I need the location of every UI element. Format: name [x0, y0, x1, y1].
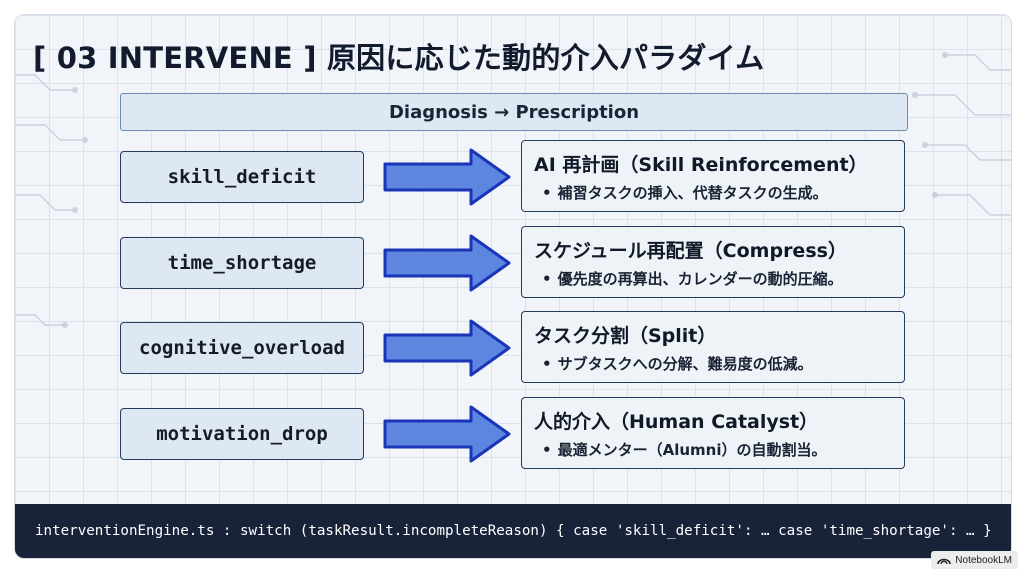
prescription-detail: • 補習タスクの挿入、代替タスクの生成。 [534, 182, 892, 203]
prescription-detail-text: サブタスクへの分解、難易度の低減。 [557, 355, 813, 373]
bullet-icon: • [542, 441, 552, 459]
arrow-right-icon [383, 234, 511, 292]
bullet-icon: • [542, 270, 552, 288]
prescription-title: AI 再計画（Skill Reinforcement） [534, 154, 868, 176]
bullet-icon: • [542, 184, 552, 202]
prescription-detail: • サブタスクへの分解、難易度の低減。 [534, 353, 892, 374]
badge-label: NotebookLM [955, 554, 1012, 566]
prescription-human-catalyst: 人的介入（Human Catalyst） • 最適メンター（Alumni）の自動割… [521, 397, 905, 469]
prescription-detail-text: 最適メンター（Alumni）の自動割当。 [557, 441, 827, 459]
bullet-icon: • [542, 355, 552, 373]
diagnosis-prescription-header: Diagnosis → Prescription [120, 93, 908, 131]
prescription-detail-text: 優先度の再算出、カレンダーの動的圧縮。 [557, 270, 843, 288]
arrow-right-icon [383, 319, 511, 377]
prescription-skill-reinforcement: AI 再計画（Skill Reinforcement） • 補習タスクの挿入、代替… [521, 140, 905, 212]
prescription-title: 人的介入（Human Catalyst） [534, 411, 819, 433]
diagnosis-time-shortage: time_shortage [120, 237, 364, 289]
prescription-title: タスク分割（Split） [534, 325, 717, 347]
slide: [ 03 INTERVENE ] 原因に応じた動的介入パラダイム Diagnos… [14, 14, 1012, 559]
diagnosis-motivation-drop: motivation_drop [120, 408, 364, 460]
notebooklm-logo-icon [937, 558, 952, 565]
arrow-right-icon [383, 148, 511, 206]
notebooklm-badge: NotebookLM [931, 551, 1018, 569]
prescription-split: タスク分割（Split） • サブタスクへの分解、難易度の低減。 [521, 311, 905, 383]
diagnosis-cognitive-overload: cognitive_overload [120, 322, 364, 374]
prescription-detail: • 優先度の再算出、カレンダーの動的圧縮。 [534, 268, 892, 289]
arrow-right-icon [383, 405, 511, 463]
prescription-compress: スケジュール再配置（Compress） • 優先度の再算出、カレンダーの動的圧縮。 [521, 226, 905, 298]
prescription-title: スケジュール再配置（Compress） [534, 240, 847, 262]
prescription-detail-text: 補習タスクの挿入、代替タスクの生成。 [557, 184, 828, 202]
code-footer: interventionEngine.ts : switch (taskResu… [15, 504, 1011, 558]
page-title: [ 03 INTERVENE ] 原因に応じた動的介入パラダイム [33, 41, 765, 75]
prescription-detail: • 最適メンター（Alumni）の自動割当。 [534, 439, 892, 460]
diagnosis-skill-deficit: skill_deficit [120, 151, 364, 203]
